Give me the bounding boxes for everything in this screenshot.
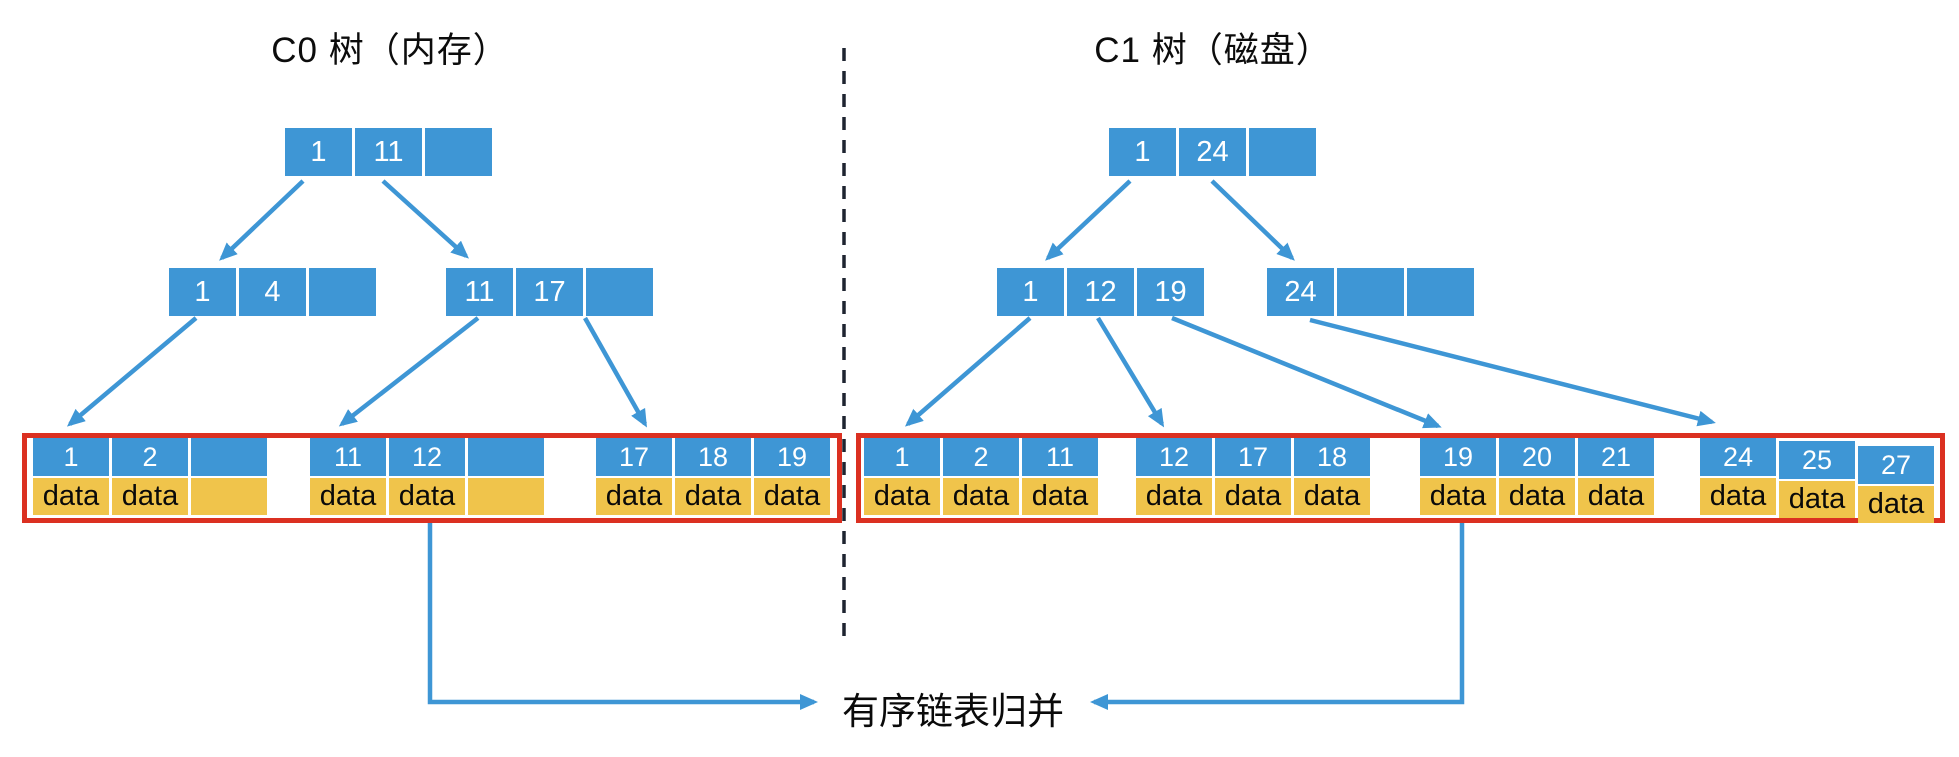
node-key-cell: 11 [446, 268, 513, 316]
leaf-key-cell: 17 [1215, 438, 1291, 476]
leaf-data-cell: data [1215, 478, 1291, 515]
node-key-cell: 24 [1179, 128, 1246, 176]
leaf-data-cell: data [310, 478, 386, 515]
leaf-key-cell: 11 [310, 438, 386, 476]
tree-edge-arrow [1096, 316, 1165, 428]
c0-leaf-page-2: 11 12 data data [310, 438, 544, 515]
node-key-cell: 1 [997, 268, 1064, 316]
leaf-key-cell: 19 [754, 438, 830, 476]
c1-root-node: 1 24 [1109, 128, 1316, 176]
node-key-cell [1337, 268, 1404, 316]
tree-edge-arrow [904, 316, 1032, 427]
node-key-cell: 1 [285, 128, 352, 176]
c1-leaf-page-3: 19 20 21 data data data [1420, 438, 1654, 515]
node-key-cell [586, 268, 653, 316]
merge-arrow-left [427, 523, 818, 710]
c0-internal-node-1: 1 4 [169, 268, 376, 316]
node-key-cell: 1 [169, 268, 236, 316]
leaf-data-cell: data [389, 478, 465, 515]
tree-edge-arrow [1171, 315, 1442, 429]
leaf-key-cell: 1 [864, 438, 940, 476]
leaf-data-cell: data [1578, 478, 1654, 515]
leaf-key-cell: 2 [943, 438, 1019, 476]
leaf-data-cell: data [1858, 486, 1934, 523]
merge-label: 有序链表归并 [842, 691, 1064, 732]
node-key-cell: 24 [1267, 268, 1334, 316]
leaf-key-cell: 19 [1420, 438, 1496, 476]
node-key-cell: 12 [1067, 268, 1134, 316]
leaf-key-cell: 24 [1700, 438, 1776, 476]
leaf-key-cell: 18 [675, 438, 751, 476]
node-key-cell: 17 [516, 268, 583, 316]
leaf-data-cell [191, 478, 267, 515]
leaf-key-cell: 11 [1022, 438, 1098, 476]
leaf-data-cell: data [1022, 478, 1098, 515]
c1-internal-node-2: 24 [1267, 268, 1474, 316]
leaf-data-cell: data [1700, 478, 1776, 515]
leaf-data-cell: data [1294, 478, 1370, 515]
tree-edge-arrow [66, 316, 198, 427]
leaf-data-cell: data [1136, 478, 1212, 515]
leaf-key-cell: 21 [1578, 438, 1654, 476]
leaf-data-cell: data [1779, 481, 1855, 518]
tree-edge-arrow [219, 179, 305, 261]
leaf-data-cell: data [675, 478, 751, 515]
node-key-cell: 11 [355, 128, 422, 176]
tree-edge-arrow [1045, 179, 1132, 261]
node-key-cell [1407, 268, 1474, 316]
leaf-key-cell [191, 438, 267, 476]
tree-edge-arrow [381, 179, 469, 259]
leaf-key-cell: 2 [112, 438, 188, 476]
leaf-data-cell: data [754, 478, 830, 515]
tree-edge-arrow [583, 316, 647, 428]
c1-internal-node-1: 1 12 19 [997, 268, 1204, 316]
c0-root-node: 1 11 [285, 128, 492, 176]
leaf-key-cell: 25 [1779, 441, 1855, 479]
tree-edge-arrow [1309, 317, 1716, 427]
node-key-cell [1249, 128, 1316, 176]
leaf-data-cell: data [112, 478, 188, 515]
node-key-cell: 1 [1109, 128, 1176, 176]
c0-leaf-page-3: 17 18 19 data data data [596, 438, 830, 515]
leaf-data-cell: data [33, 478, 109, 515]
tree-edge-arrow [338, 316, 480, 427]
leaf-data-cell [468, 478, 544, 515]
leaf-key-cell [468, 438, 544, 476]
c1-tree-title: C1 树（磁盘） [1094, 31, 1332, 70]
leaf-key-cell: 12 [389, 438, 465, 476]
node-key-cell [425, 128, 492, 176]
leaf-key-cell: 20 [1499, 438, 1575, 476]
leaf-data-cell: data [943, 478, 1019, 515]
c1-leaf-page-2: 12 17 18 data data data [1136, 438, 1370, 515]
c1-leaf-page-1: 1 2 11 data data data [864, 438, 1098, 515]
leaf-key-cell: 27 [1858, 446, 1934, 484]
leaf-key-cell: 18 [1294, 438, 1370, 476]
leaf-key-cell: 17 [596, 438, 672, 476]
leaf-data-cell: data [596, 478, 672, 515]
tree-edge-arrow [1210, 179, 1295, 261]
c0-internal-node-2: 11 17 [446, 268, 653, 316]
c0-tree-title: C0 树（内存） [271, 31, 509, 70]
node-key-cell: 4 [239, 268, 306, 316]
leaf-data-cell: data [864, 478, 940, 515]
node-key-cell: 19 [1137, 268, 1204, 316]
merge-arrow-right [1090, 523, 1465, 710]
leaf-data-cell: data [1420, 478, 1496, 515]
leaf-key-cell: 12 [1136, 438, 1212, 476]
c0-leaf-page-1: 1 2 data data [33, 438, 267, 515]
leaf-data-cell: data [1499, 478, 1575, 515]
c1-leaf-page-4: 24 25 27 data data data [1700, 438, 1934, 523]
node-key-cell [309, 268, 376, 316]
leaf-key-cell: 1 [33, 438, 109, 476]
